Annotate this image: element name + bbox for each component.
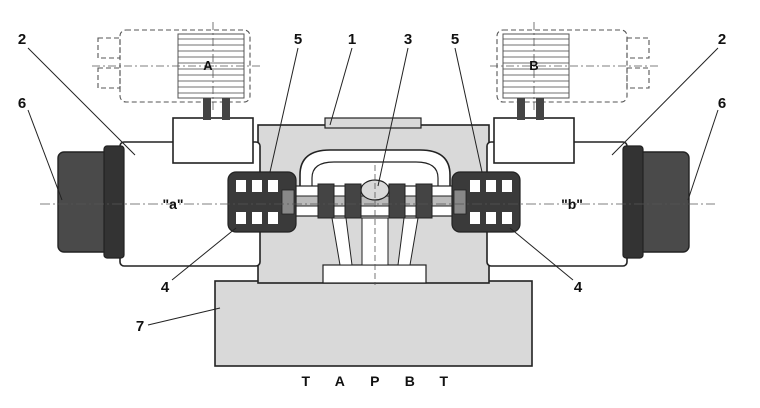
left-solenoid-cap [57,151,111,253]
leader-lines [27,47,719,326]
chamber-label-a: "a" [162,196,183,212]
subplate [214,280,533,367]
right-solenoid-cap [636,151,690,253]
solenoid-label-b: B [529,58,538,73]
callout-right-4: 4 [574,279,583,296]
port-label: B [405,373,416,389]
right-solenoid-cap-ring [622,145,644,259]
spool-bore-inner [311,161,439,200]
chamber-label-b: "b" [561,196,583,212]
callout-top-3: 3 [404,31,412,48]
solenoid-label-a: A [203,58,213,73]
callout-left-5: 5 [294,31,302,48]
spool-land [344,183,362,219]
callout-right-2: 2 [718,31,726,48]
left-terminal-pin [222,98,230,120]
right-connector-housing [493,117,575,164]
port-label: P [370,373,380,389]
callout-top-1: 1 [348,31,356,48]
port-label: T [439,373,448,389]
spool-land [415,183,433,219]
callout-right-5: 5 [451,31,459,48]
port-label: A [335,373,346,389]
left-spring-assembly [227,171,297,233]
left-connector-housing [172,117,254,164]
callout-left-6: 6 [18,95,26,112]
left-terminal-pin [203,98,211,120]
callout-left-2: 2 [18,31,26,48]
callout-left-4: 4 [161,279,170,296]
left-solenoid-cap-ring [103,145,125,259]
spool-land [388,183,406,219]
callout-right-6: 6 [718,95,726,112]
spool-land [317,183,335,219]
right-terminal-pin [536,98,544,120]
port-label: T [301,373,310,389]
callout-left-7: 7 [136,318,144,335]
port-passage [331,217,353,266]
right-terminal-pin [517,98,525,120]
right-spring-assembly [451,171,521,233]
body-top-notch [324,117,422,129]
port-cavity [322,264,427,284]
port-passage [397,217,419,266]
